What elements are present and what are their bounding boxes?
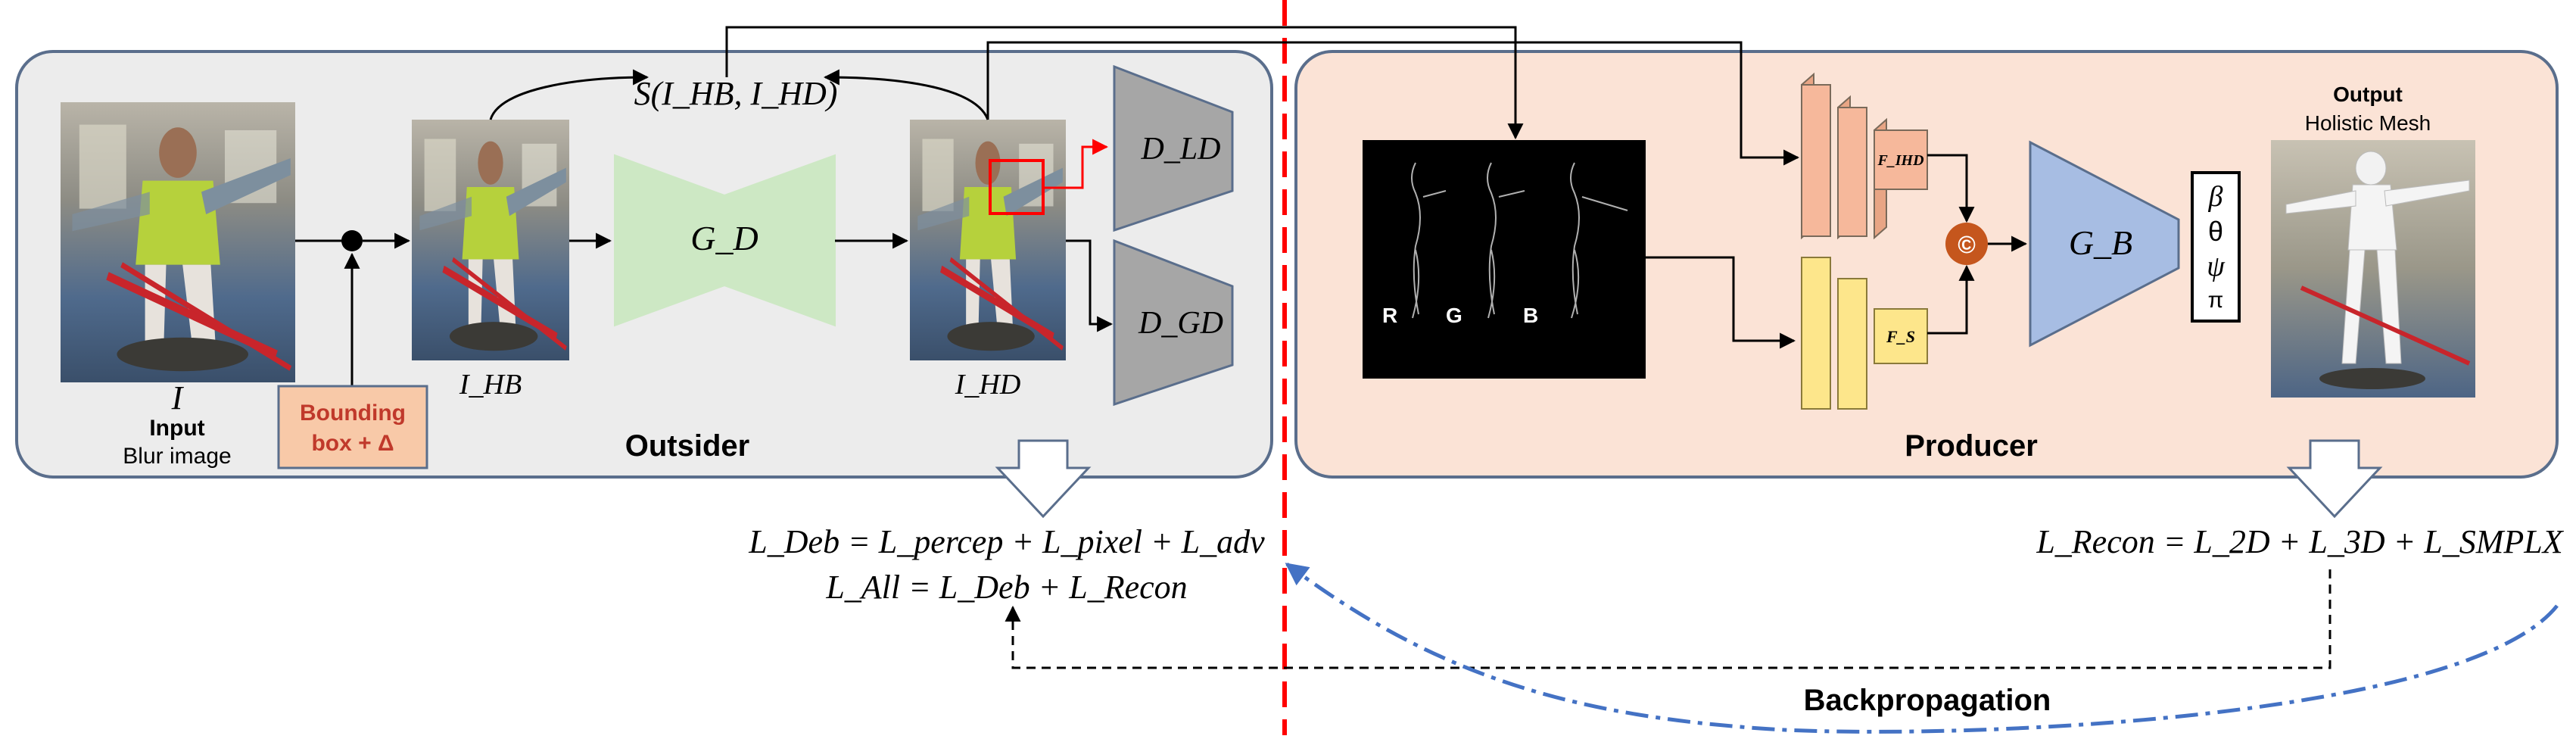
input-label: Input [149,416,204,441]
generator-gd-label: G_D [690,219,758,257]
producer-title: Producer [1905,429,2038,463]
equation-deb: L_Deb = L_percep + L_pixel + L_adv [748,523,1265,560]
feat-ihd-label: F_IHD [1877,152,1923,169]
concat-node [1945,223,1988,265]
channel-b: B [1523,304,1538,327]
arrow-ihd-to-similarity [823,69,989,120]
channel-g: G [1446,304,1462,327]
feat-s-label: F_S [1886,327,1915,346]
backprop-curve [1285,562,2559,734]
input-blur-image [61,102,295,382]
output-mesh-image [2271,140,2475,398]
param-pi: π [2208,288,2224,313]
arrow-feat-ihd-to-concat [1927,154,1975,223]
backprop-label: Backpropagation [1804,684,2051,717]
ihb-image [412,120,569,360]
generator-gd [614,154,836,327]
output-label: Output [2333,83,2403,106]
producer-loss-arrow [2286,439,2383,519]
discriminator-dgd [1113,239,1234,407]
input-symbol: I [171,379,185,416]
param-theta: θ [2208,216,2223,247]
similarity-label: S(I_HB, I_HD) [634,75,838,112]
ihb-label: I_HB [459,369,522,401]
channel-r: R [1382,304,1397,327]
output-sublabel: Holistic Mesh [2305,111,2431,135]
param-psi: ψ [2207,251,2226,282]
arrow-ihb-to-rgb [725,26,1524,140]
ihd-label: I_HD [955,369,1021,401]
rgb-edge-image [1363,140,1646,379]
equation-recon: L_Recon = L_2D + L_3D + L_SMPLX [2036,523,2564,560]
feature-stack-ihd [1801,72,1928,240]
arrow-ihd-to-feat-ihd [986,41,1800,166]
input-sublabel: Blur image [123,444,231,469]
arrow-feat-s-to-concat [1927,264,1975,335]
params-box [2191,171,2241,323]
arrow-rgb-to-feat-s [1646,256,1796,349]
generator-gb-label: G_B [2069,223,2132,262]
bbox-line1: Bounding [300,401,406,426]
combine-dot [341,230,363,251]
ihd-image [910,120,1066,360]
arrow-ihd-to-dgd [1066,239,1114,332]
arrow-ihd-to-dld [1043,139,1109,189]
generator-gb [2029,140,2180,348]
dashed-recon-to-all [1005,569,2331,669]
bbox-line2: box + Δ [311,431,394,456]
feature-stack-s [1801,257,1928,410]
discriminator-dld-label: D_LD [1140,132,1220,167]
equation-all: L_All = L_Deb + L_Recon [825,569,1187,606]
concat-symbol: © [1958,231,1976,258]
outsider-title: Outsider [625,429,749,463]
outsider-loss-arrow [995,439,1092,519]
bounding-box-node [277,385,428,469]
rgb-edge-figures [1411,162,1628,319]
arrow-ihb-to-similarity [489,69,649,120]
discriminator-dgd-label: D_GD [1138,306,1223,341]
param-beta: β [2208,181,2223,213]
discriminator-dld [1113,64,1234,232]
